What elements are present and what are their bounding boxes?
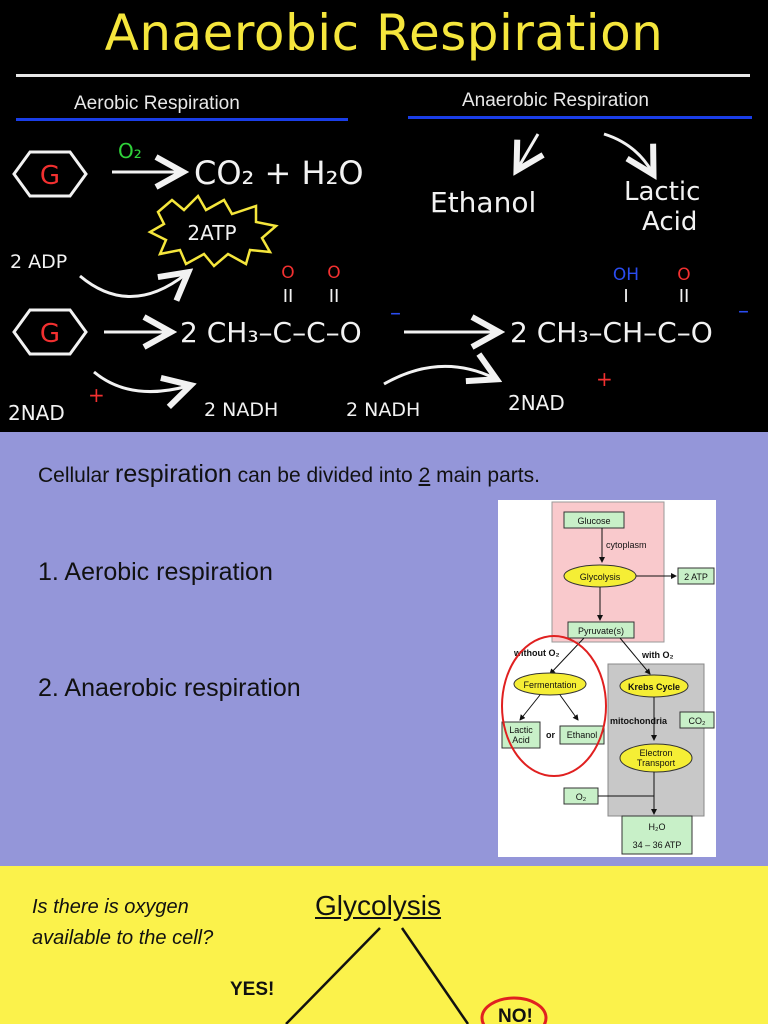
glucose-hexagon-1 (12, 150, 88, 198)
atp2-text: 2 ATP (684, 572, 708, 582)
glucose-hexagon-2 (12, 308, 88, 356)
lactate-bond-2: II (679, 286, 690, 307)
atp-burst (147, 193, 279, 268)
slide-cellular-respiration: Cellular respiration can be divided into… (0, 432, 768, 866)
no-branch-line (400, 927, 470, 1024)
lactate-oh: OH (613, 265, 639, 285)
krebs-text: Krebs Cycle (628, 682, 680, 692)
intro-sentence: Cellular respiration can be divided into… (38, 460, 540, 489)
lactic-label-1: Lactic (624, 177, 700, 207)
pyruvate-charge: – (390, 301, 401, 326)
nad-plus-2: + (596, 367, 613, 391)
o2-text: O₂ (576, 792, 587, 802)
co2-box (679, 711, 715, 729)
lactic-arrow (603, 132, 652, 172)
pyruvate-oxygen-2: O (327, 263, 340, 283)
pyruvate-formula: 2 CH₃–C–C–O (180, 316, 362, 349)
electron-text-1: Electron (639, 748, 672, 758)
oxygen-question: Is there is oxygen available to the cell… (32, 896, 214, 949)
fermentation-ellipse (513, 672, 587, 696)
ethanol-box (559, 725, 605, 745)
yes-branch-line (285, 927, 381, 1024)
pyruvate-bond-2: II (329, 286, 340, 307)
pyruvate-text: Pyruvate(s) (578, 626, 624, 636)
fermentation-text: Fermentation (523, 680, 576, 690)
glycolysis-text: Glycolysis (580, 572, 621, 582)
intro-part-2: can be divided into (231, 464, 419, 487)
slide-title: Anaerobic Respiration (104, 4, 664, 62)
pyruvate-oxygen-1: O (281, 263, 294, 283)
lactic-text-2: Acid (512, 735, 530, 745)
atp2-box (677, 567, 715, 585)
atp-label: 2ATP (187, 221, 236, 245)
glucose-label-2: G (40, 319, 60, 349)
chalkboard-diagram: G O₂ CO₂ + H₂O 2ATP 2 ADP G 2 CH₃–C–C–O … (8, 132, 749, 425)
nad-label-2: 2NAD (508, 391, 565, 415)
lactic-box (501, 721, 541, 749)
glucose-box (563, 511, 625, 529)
h2o-text: H₂O (649, 822, 666, 832)
lactate-charge: – (738, 299, 749, 324)
without-o2-text: without O₂ (513, 648, 560, 658)
decision-lines (285, 927, 548, 1024)
lactic-label-2: Acid (642, 207, 697, 237)
pyruvate-box (567, 621, 635, 639)
nad-label-1: 2NAD (8, 401, 65, 425)
anaerobic-heading-underline (408, 116, 752, 119)
intro-part-3: main parts. (430, 464, 540, 487)
nadh-label-2: 2 NADH (346, 399, 420, 421)
no-circle (480, 996, 548, 1024)
atp-range-text: 34 – 36 ATP (633, 840, 682, 850)
lactate-formula: 2 CH₃–CH–C–O (510, 316, 713, 349)
h2o-box (621, 815, 693, 855)
slide-glycolysis-decision: Is there is oxygen available to the cell… (0, 866, 768, 1024)
cytoplasm-text: cytoplasm (606, 540, 647, 550)
electron-ellipse (619, 743, 693, 773)
aerobic-heading: Aerobic Respiration (74, 93, 240, 114)
intro-number: 2 (418, 464, 431, 487)
pyruvate-bond-1: II (283, 286, 294, 307)
lactate-oxygen: O (677, 265, 690, 285)
nadh-label-1: 2 NADH (204, 399, 278, 421)
intro-part-1: Cellular (38, 464, 116, 487)
ethanol-label: Ethanol (430, 186, 536, 219)
lactate-bond-1: I (623, 286, 628, 307)
slide-anaerobic-chalkboard: Anaerobic Respiration Aerobic Respiratio… (0, 0, 768, 432)
title-rule (16, 74, 750, 77)
list-item-anaerobic: 2. Anaerobic respiration (38, 674, 301, 702)
glucose-text: Glucose (577, 516, 610, 526)
with-o2-text: with O₂ (641, 650, 674, 660)
intro-keyword: respiration (115, 460, 232, 488)
nadh-to-nad-arrow (383, 366, 494, 386)
no-label: NO! (498, 1006, 533, 1024)
adp-label: 2 ADP (10, 251, 67, 273)
aerobic-products: CO₂ + H₂O (194, 154, 364, 192)
nad-to-nadh-arrow (93, 370, 188, 392)
ethanol-arrow (518, 133, 538, 168)
glycolysis-heading: Glycolysis (315, 890, 442, 921)
glucose-label-1: G (40, 161, 60, 191)
electron-text-2: Transport (637, 758, 676, 768)
respiration-flowchart: Glucose cytoplasm Glycolysis 2 ATP Pyruv… (498, 500, 716, 857)
lactic-text-1: Lactic (509, 725, 533, 735)
anaerobic-heading: Anaerobic Respiration (462, 90, 649, 111)
anaerobic-highlight-circle (501, 635, 607, 777)
list-item-aerobic: 1. Aerobic respiration (38, 558, 273, 586)
mitochondria-text: mitochondria (610, 716, 668, 726)
adp-to-atp-arrow (79, 274, 186, 297)
co2-text: CO₂ (689, 716, 707, 726)
yes-label: YES! (230, 979, 275, 1000)
ethanol-text: Ethanol (567, 730, 598, 740)
or-text: or (546, 730, 555, 740)
nad-plus-1: + (88, 383, 105, 407)
aerobic-heading-underline (16, 118, 348, 121)
oxygen-label: O₂ (118, 139, 142, 163)
